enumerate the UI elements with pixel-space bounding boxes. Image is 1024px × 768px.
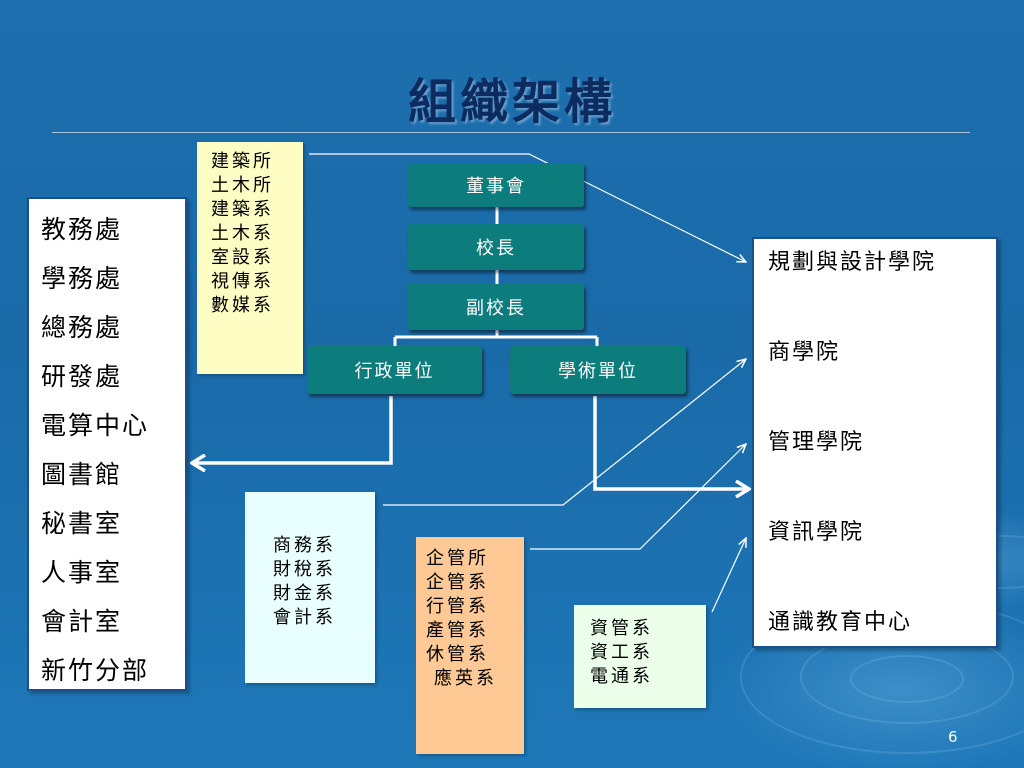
college-item: 規劃與設計學院 [768,250,937,275]
background-ripple [850,655,964,703]
management-departments-note: 企管所 企管系 行管系 產管系 休管系 應英系 [416,537,524,754]
department-item: 資工系 [590,642,653,663]
department-item: 產管系 [426,620,489,641]
management-note-pointer [530,444,746,550]
department-item: 室設系 [211,247,274,268]
board-node: 董事會 [408,163,584,207]
college-item: 資訊學院 [768,520,865,545]
title-divider [52,132,970,133]
department-item: 企管系 [426,572,489,593]
admin-unit-item: 人事室 [41,558,123,587]
info-departments-note: 資管系 資工系 電通系 [574,605,706,708]
colleges-panel: 規劃與設計學院 商學院 管理學院 資訊學院 通識教育中心 [752,237,998,648]
department-item: 商務系 [273,535,336,556]
design-note-pointer [309,153,746,262]
design-departments-note: 建築所 土木所 建築系 土木系 室設系 視傳系 數媒系 [197,142,303,374]
department-item: 建築系 [211,199,274,220]
admin-unit-item: 新竹分部 [41,656,150,685]
department-item: 行管系 [426,596,489,617]
college-item: 商學院 [768,340,841,365]
department-item: 電通系 [590,666,653,687]
department-item: 數媒系 [211,295,274,316]
info-note-pointer [711,538,746,613]
admin-units-panel: 教務處 學務處 總務處 研發處 電算中心 圖書館 秘書室 人事室 會計室 新竹分… [27,197,187,691]
admin-unit-item: 會計室 [41,607,123,636]
president-node: 校長 [408,224,584,270]
admin-branch-arrow [192,396,393,463]
department-item: 應英系 [434,668,497,689]
department-item: 財稅系 [273,559,336,580]
admin-unit-item: 總務處 [41,313,123,342]
department-item: 財金系 [273,583,336,604]
page-number: 6 [948,728,958,746]
admin-unit-item: 學務處 [41,264,123,293]
admin-unit-item: 教務處 [41,215,123,244]
department-item: 土木所 [211,175,274,196]
business-departments-note: 商務系 財稅系 財金系 會計系 [245,492,375,683]
college-item: 通識教育中心 [768,610,913,635]
admin-unit-item: 圖書館 [41,460,123,489]
academic-branch-arrow [593,396,749,489]
department-item: 建築所 [211,151,274,172]
admin-units-node: 行政單位 [307,346,482,394]
slide-title: 組織架構 [407,74,616,130]
admin-unit-item: 研發處 [41,362,123,391]
academic-units-node: 學術單位 [510,346,686,394]
department-item: 企管所 [426,548,489,569]
admin-unit-item: 秘書室 [41,509,123,538]
admin-unit-item: 電算中心 [41,411,150,440]
department-item: 視傳系 [211,271,274,292]
department-item: 資管系 [590,618,653,639]
department-item: 土木系 [211,223,274,244]
department-item: 會計系 [273,607,336,628]
business-note-pointer [383,359,746,506]
department-item: 休管系 [426,644,489,665]
college-item: 管理學院 [768,430,865,455]
vice-president-node: 副校長 [408,284,584,330]
